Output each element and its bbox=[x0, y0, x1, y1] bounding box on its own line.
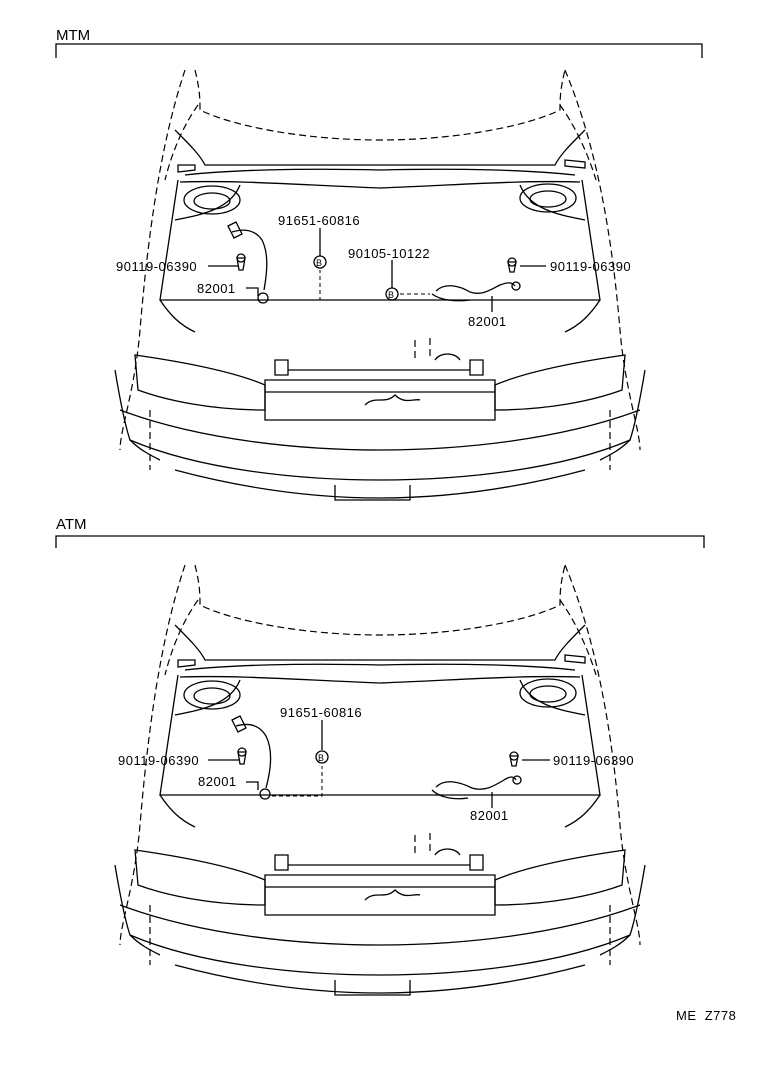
right-battery-cable bbox=[431, 751, 522, 800]
part-number-left-bolt: 90119-06390 bbox=[118, 753, 199, 768]
part-number-91651: 91651-60816 bbox=[280, 705, 362, 720]
callout-b-left-label: B bbox=[316, 258, 322, 268]
callout-b-mid bbox=[385, 287, 399, 301]
part-number-90105: 90105-10122 bbox=[348, 246, 430, 261]
left-battery-cable bbox=[231, 715, 272, 800]
section-title: MTM bbox=[56, 27, 90, 44]
section-bracket bbox=[55, 43, 703, 58]
leader-left-cable bbox=[246, 781, 259, 790]
callout-b-left bbox=[315, 750, 329, 764]
section-atm: ATM B 91651-60816 90119-06390 82001 9011… bbox=[55, 516, 705, 996]
part-number-left-bolt: 90119-06390 bbox=[116, 259, 197, 274]
part-number-right-cable: 82001 bbox=[468, 314, 507, 329]
part-number-right-cable: 82001 bbox=[470, 808, 509, 823]
vehicle-front-outline bbox=[114, 69, 646, 501]
part-number-left-cable: 82001 bbox=[197, 281, 236, 296]
callout-b-left-label: B bbox=[318, 753, 324, 763]
part-number-91651: 91651-60816 bbox=[278, 213, 360, 228]
leader-b-left bbox=[270, 270, 321, 301]
callout-b-left bbox=[313, 255, 327, 269]
section-mtm: MTM B B 91651-60816 bbox=[55, 27, 703, 501]
right-battery-cable bbox=[431, 257, 521, 302]
part-number-left-cable: 82001 bbox=[198, 774, 237, 789]
section-bracket bbox=[55, 535, 705, 548]
figure-code: ME Z778 bbox=[676, 1008, 736, 1023]
callout-b-mid-label: B bbox=[388, 290, 394, 300]
leader-left-cable bbox=[246, 287, 259, 296]
vehicle-front-outline bbox=[114, 564, 646, 996]
left-battery-cable bbox=[227, 221, 269, 304]
part-number-right-bolt: 90119-06390 bbox=[553, 753, 634, 768]
leader-b-left bbox=[272, 766, 323, 797]
part-number-right-bolt: 90119-06390 bbox=[550, 259, 631, 274]
section-title: ATM bbox=[56, 516, 87, 533]
